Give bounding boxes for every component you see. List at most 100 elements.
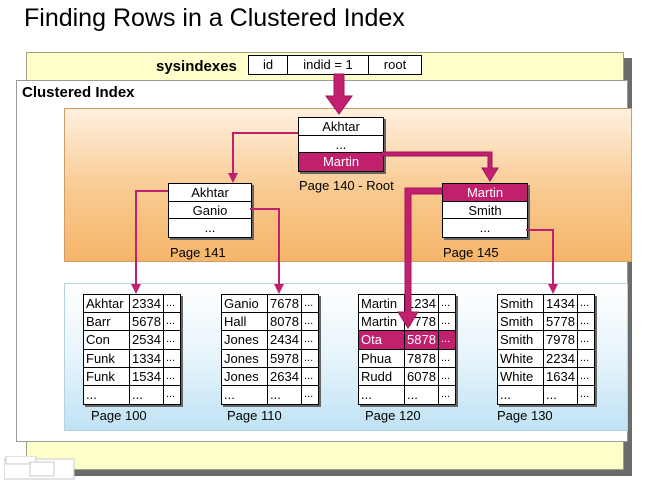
leaf-cell-more: ... bbox=[580, 315, 590, 328]
leaf-cell-value: 1334 bbox=[130, 349, 164, 367]
root-row: ... bbox=[299, 136, 383, 153]
leaf-row: ......... bbox=[84, 385, 180, 405]
leaf-cell-value: 7678 bbox=[268, 295, 302, 313]
intermediate-row-highlighted: Martin bbox=[443, 184, 527, 202]
leaf-cell-more: ... bbox=[441, 315, 451, 328]
slide-title: Finding Rows in a Clustered Index bbox=[24, 4, 405, 32]
leaf-page-label: Page 130 bbox=[497, 408, 553, 423]
sysindexes-label: sysindexes bbox=[156, 58, 237, 75]
leaf-cell-more: ... bbox=[166, 387, 176, 400]
leaf-cell-name: Jones bbox=[222, 349, 268, 367]
leaf-cell-name: ... bbox=[222, 385, 268, 405]
sysindexes-column-indid: indid = 1 bbox=[288, 56, 369, 74]
leaf-cell-value: 8078 bbox=[268, 313, 302, 331]
root-to-page-145-arrow bbox=[381, 151, 499, 182]
leaf-cell-name: Smith bbox=[498, 295, 544, 313]
page-145-to-page-130-arrow bbox=[526, 229, 558, 294]
clustered-index-label: Clustered Index bbox=[22, 84, 135, 101]
leaf-cell-name: Ota bbox=[359, 331, 405, 349]
intermediate-row: Akhtar bbox=[169, 184, 251, 202]
root-pointer-arrow bbox=[325, 73, 353, 115]
leaf-cell-name: ... bbox=[359, 385, 405, 405]
leaf-cell-more: ... bbox=[304, 333, 314, 346]
leaf-cell-value: 6078 bbox=[405, 367, 439, 385]
leaf-cell-value: 5978 bbox=[268, 349, 302, 367]
leaf-cell-name: ... bbox=[498, 385, 544, 405]
leaf-cell-name: Con bbox=[84, 331, 130, 349]
leaf-cell-value: 2534 bbox=[130, 331, 164, 349]
corner-decoration bbox=[4, 456, 75, 480]
leaf-cell-value: 1534 bbox=[130, 367, 164, 385]
leaf-cell-name: Phua bbox=[359, 349, 405, 367]
leaf-cell-more: ... bbox=[441, 351, 451, 364]
leaf-row: ......... bbox=[222, 385, 318, 405]
leaf-cell-value: ... bbox=[405, 385, 439, 405]
leaf-cell-name: White bbox=[498, 349, 544, 367]
page-145-to-page-120-arrow bbox=[397, 187, 443, 329]
leaf-cell-more: ... bbox=[304, 315, 314, 328]
leaf-cell-more: ... bbox=[441, 387, 451, 400]
leaf-cell-more: ... bbox=[580, 369, 590, 382]
leaf-cell-more: ... bbox=[304, 387, 314, 400]
leaf-cell-more: ... bbox=[166, 369, 176, 382]
leaf-cell-name: ... bbox=[84, 385, 130, 405]
intermediate-row: Smith bbox=[443, 202, 527, 219]
root-page: Akhtar ... Martin bbox=[298, 117, 384, 172]
leaf-cell-more: ... bbox=[441, 333, 451, 346]
leaf-cell-name: Smith bbox=[498, 313, 544, 331]
intermediate-row: ... bbox=[479, 220, 491, 235]
leaf-cell-name: Jones bbox=[222, 331, 268, 349]
leaf-cell-value: 5778 bbox=[544, 313, 578, 331]
leaf-cell-name: Jones bbox=[222, 367, 268, 385]
leaf-cell-value: 5678 bbox=[130, 313, 164, 331]
leaf-cell-more: ... bbox=[580, 333, 590, 346]
leaf-row: ......... bbox=[359, 385, 455, 405]
leaf-cell-more: ... bbox=[304, 369, 314, 382]
leaf-cell-value: 1634 bbox=[544, 367, 578, 385]
root-row-highlighted: Martin bbox=[299, 153, 383, 171]
leaf-row: ......... bbox=[498, 385, 594, 405]
sysindexes-column-id: id bbox=[249, 56, 288, 74]
intermediate-page-label: Page 141 bbox=[170, 245, 226, 260]
leaf-cell-more: ... bbox=[304, 351, 314, 364]
leaf-cell-value: ... bbox=[268, 385, 302, 405]
leaf-cell-value: 1234 bbox=[405, 295, 439, 313]
intermediate-row: ... bbox=[204, 220, 216, 235]
page-141-to-page-110-arrow bbox=[250, 208, 284, 294]
leaf-cell-value: 7878 bbox=[405, 349, 439, 367]
leaf-cell-more: ... bbox=[441, 369, 451, 382]
leaf-cell-name: Hall bbox=[222, 313, 268, 331]
leaf-cell-more: ... bbox=[304, 297, 314, 309]
root-row: Akhtar bbox=[299, 118, 383, 136]
leaf-cell-name: Rudd bbox=[359, 367, 405, 385]
leaf-cell-value: 7978 bbox=[544, 331, 578, 349]
root-page-label: Page 140 - Root bbox=[299, 178, 394, 193]
leaf-cell-more: ... bbox=[166, 315, 176, 328]
leaf-cell-value: 5878 bbox=[405, 331, 439, 349]
leaf-cell-name: Smith bbox=[498, 331, 544, 349]
leaf-cell-name: Akhtar bbox=[84, 295, 130, 313]
leaf-cell-value: ... bbox=[130, 385, 164, 405]
leaf-cell-more: ... bbox=[166, 351, 176, 364]
intermediate-row: Ganio bbox=[169, 202, 251, 219]
leaf-cell-value: 2634 bbox=[268, 367, 302, 385]
intermediate-page: Martin Smith ... bbox=[442, 183, 528, 238]
leaf-cell-name: Barr bbox=[84, 313, 130, 331]
leaf-cell-name: White bbox=[498, 367, 544, 385]
leaf-cell-value: 2334 bbox=[130, 295, 164, 313]
leaf-page-label: Page 120 bbox=[365, 408, 421, 423]
